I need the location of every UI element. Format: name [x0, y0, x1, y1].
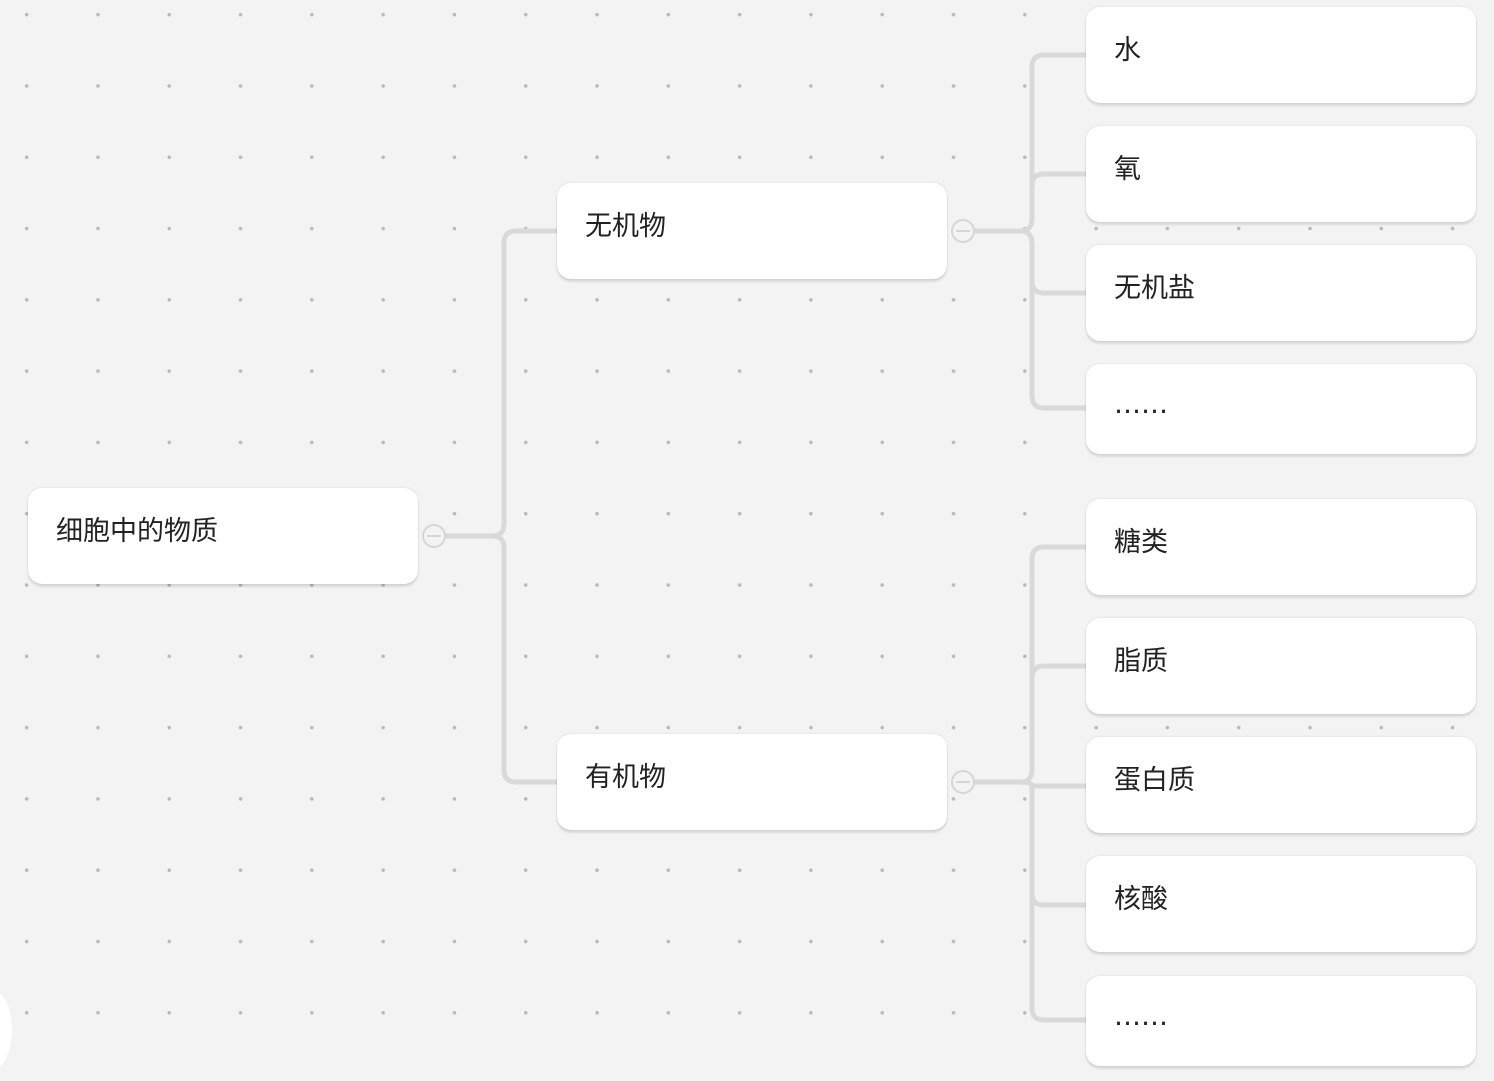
canvas-corner-handle[interactable]: [0, 990, 12, 1070]
connector-organic-to-lipid: [1029, 663, 1089, 681]
node-leaf-sugar[interactable]: 糖类: [1086, 499, 1476, 595]
node-leaf-label: 核酸: [1114, 883, 1168, 915]
node-organic[interactable]: 有机物: [557, 734, 947, 830]
node-organic-label: 有机物: [585, 761, 666, 793]
node-leaf-nucleic-acid[interactable]: 核酸: [1086, 856, 1476, 952]
node-inorganic[interactable]: 无机物: [557, 183, 947, 279]
collapse-toggle-organic[interactable]: [951, 770, 975, 794]
connector-inorganic-to-oxygen: [1029, 171, 1089, 189]
node-root-label: 细胞中的物质: [56, 515, 218, 547]
connector-organic-to-protein: [1017, 779, 1089, 789]
node-leaf-lipid[interactable]: 脂质: [1086, 618, 1476, 714]
node-leaf-label: 脂质: [1114, 645, 1168, 677]
connector-inorganic-to-water: [967, 52, 1089, 234]
node-leaf-label: 无机盐: [1114, 272, 1195, 304]
node-leaf-label: 蛋白质: [1114, 764, 1195, 796]
connector-root-to-organic: [489, 533, 559, 785]
node-leaf-water[interactable]: 水: [1086, 7, 1476, 103]
node-leaf-label: 氧: [1114, 153, 1141, 185]
node-leaf-protein[interactable]: 蛋白质: [1086, 737, 1476, 833]
node-leaf-label: ……: [1114, 1000, 1168, 1032]
connector-organic-to-nucleic: [1029, 783, 1089, 908]
node-leaf-oxygen[interactable]: 氧: [1086, 126, 1476, 222]
node-leaf-label: 糖类: [1114, 526, 1168, 558]
node-leaf-organic-etc[interactable]: ……: [1086, 976, 1476, 1066]
connector-organic-to-sugar: [967, 544, 1089, 785]
connector-inorganic-to-etc: [1029, 278, 1089, 411]
node-leaf-label: ……: [1114, 388, 1168, 420]
node-leaf-label: 水: [1114, 34, 1141, 66]
node-leaf-inorganic-salt[interactable]: 无机盐: [1086, 245, 1476, 341]
connector-root-to-inorganic: [437, 228, 559, 539]
node-root[interactable]: 细胞中的物质: [28, 488, 418, 584]
node-leaf-inorganic-etc[interactable]: ……: [1086, 364, 1476, 454]
collapse-toggle-inorganic[interactable]: [951, 219, 975, 243]
node-inorganic-label: 无机物: [585, 210, 666, 242]
connector-inorganic-to-salt: [1017, 228, 1089, 296]
connector-organic-to-etc: [1029, 890, 1089, 1023]
collapse-toggle-root[interactable]: [422, 524, 446, 548]
